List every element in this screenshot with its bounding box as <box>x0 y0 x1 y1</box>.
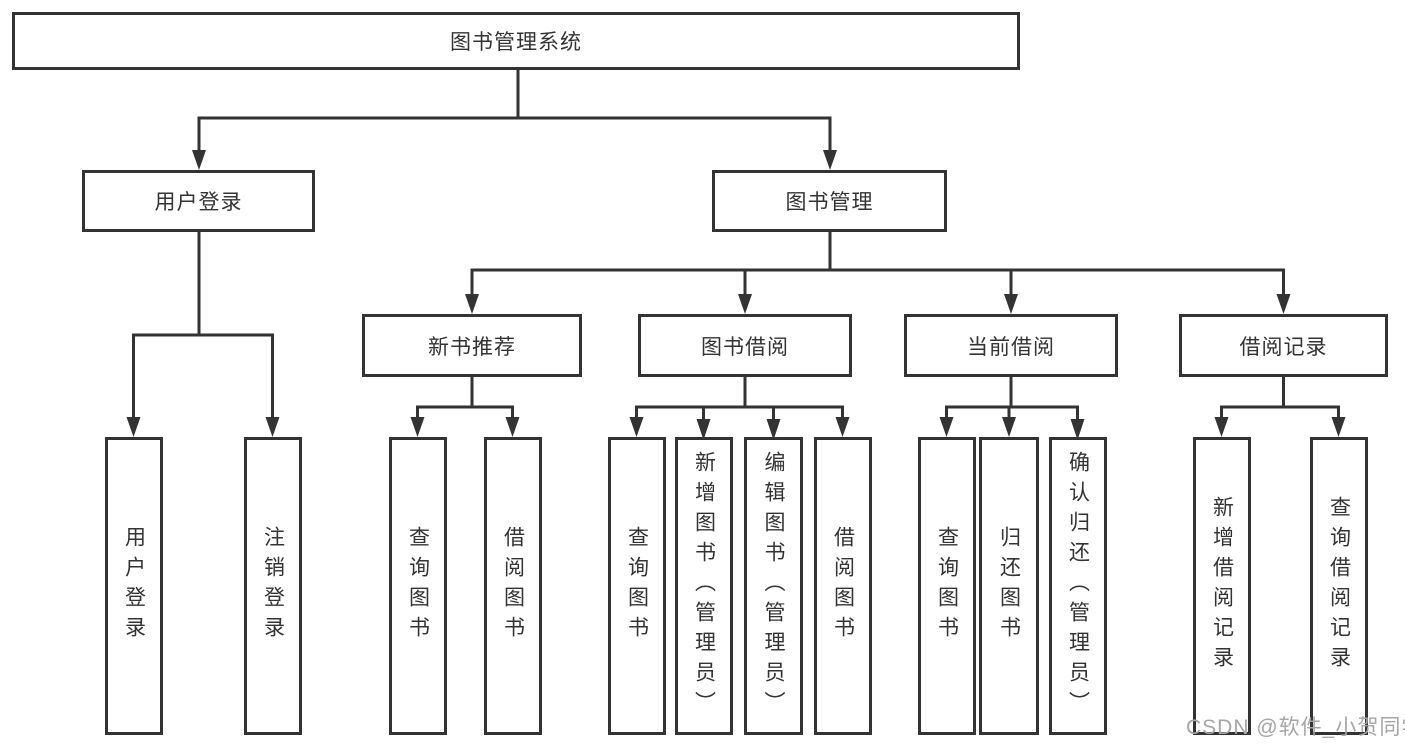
leaf-query-books-recommend: 查询图书 <box>389 437 447 735</box>
leaf-query-borrow-record: 查询借阅记录 <box>1310 437 1368 735</box>
node-new-book-recommend: 新书推荐 <box>362 314 582 377</box>
leaf-add-book-admin-label: 新增图书（管理员） <box>692 451 716 721</box>
leaf-query-books-borrow-label: 查询图书 <box>625 526 649 646</box>
node-current-borrowing-label: 当前借阅 <box>967 335 1055 359</box>
leaf-return-book: 归还图书 <box>979 437 1039 735</box>
node-borrow-records: 借阅记录 <box>1179 314 1388 377</box>
leaf-add-borrow-record: 新增借阅记录 <box>1193 437 1251 735</box>
node-user-login-label: 用户登录 <box>154 191 243 214</box>
leaf-user-login: 用户登录 <box>105 437 163 735</box>
node-root-system: 图书管理系统 <box>12 12 1020 70</box>
leaf-add-borrow-record-label: 新增借阅记录 <box>1210 496 1234 676</box>
leaf-edit-book-admin: 编辑图书（管理员） <box>744 437 803 735</box>
node-current-borrowing: 当前借阅 <box>904 314 1118 377</box>
csdn-watermark: CSDN @软件_小贺同学 <box>1186 716 1405 739</box>
node-book-management: 图书管理 <box>712 170 947 232</box>
node-book-borrowing: 图书借阅 <box>638 314 852 377</box>
node-book-borrowing-label: 图书借阅 <box>701 335 789 359</box>
leaf-query-books-current-label: 查询图书 <box>935 526 959 646</box>
leaf-query-borrow-record-label: 查询借阅记录 <box>1327 496 1351 676</box>
leaf-user-login-label: 用户登录 <box>122 526 146 646</box>
leaf-logout-label: 注销登录 <box>261 526 285 646</box>
leaf-query-books-recommend-label: 查询图书 <box>406 526 430 646</box>
node-root-label: 图书管理系统 <box>450 31 582 54</box>
leaf-logout: 注销登录 <box>244 437 302 735</box>
leaf-add-book-admin: 新增图书（管理员） <box>675 437 733 735</box>
node-user-login: 用户登录 <box>82 170 315 232</box>
leaf-return-book-label: 归还图书 <box>997 526 1021 646</box>
node-borrow-records-label: 借阅记录 <box>1239 335 1328 359</box>
leaf-confirm-return-admin: 确认归还（管理员） <box>1049 437 1107 735</box>
leaf-borrow-book-label: 借阅图书 <box>831 526 855 646</box>
leaf-confirm-return-admin-label: 确认归还（管理员） <box>1066 451 1090 721</box>
leaf-query-books-current: 查询图书 <box>918 437 976 735</box>
leaf-borrow-book: 借阅图书 <box>814 437 872 735</box>
leaf-borrow-books-recommend: 借阅图书 <box>484 437 542 735</box>
leaf-borrow-books-recommend-label: 借阅图书 <box>501 526 525 646</box>
node-book-management-label: 图书管理 <box>785 191 874 214</box>
leaf-edit-book-admin-label: 编辑图书（管理员） <box>762 451 785 721</box>
node-new-book-recommend-label: 新书推荐 <box>428 335 516 359</box>
leaf-query-books-borrow: 查询图书 <box>608 437 666 735</box>
